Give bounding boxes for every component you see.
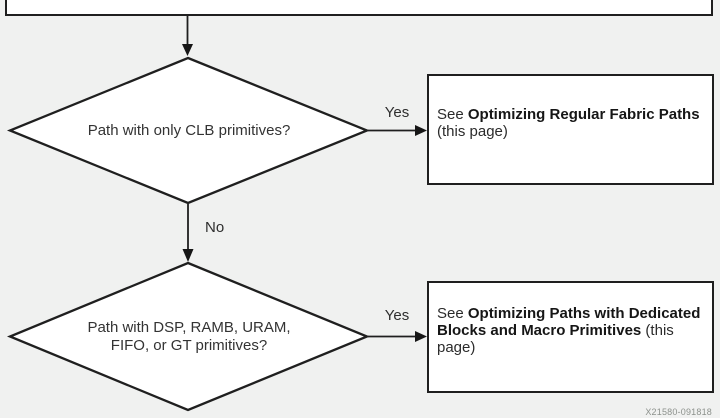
arrowhead-right-icon	[415, 125, 427, 136]
result-box-2-pre: See	[437, 304, 468, 322]
edge-label-yes-2: Yes	[384, 307, 410, 324]
result-box-1-pre: See	[437, 105, 468, 123]
result-box-1-bold: Optimizing Regular Fabric	[467, 105, 655, 123]
result-box-2-post: (this page)	[437, 321, 674, 356]
result-box-1-bold-3: Paths	[658, 105, 700, 123]
result-box-2-bold-3: Dedicated Blocks and Macro	[437, 304, 701, 339]
decision-diamond-2	[6, 261, 371, 412]
decision-diamond-1	[6, 56, 371, 205]
result-box-2-bold-5: Primitives	[569, 321, 642, 339]
edge-label-no-1: No	[205, 219, 225, 236]
result-box-2-text: See Optimizing Paths with Dedicated Bloc…	[437, 305, 707, 356]
result-box-dedicated-blocks: See Optimizing Paths with Dedicated Bloc…	[427, 281, 714, 393]
result-box-1-post: (this page)	[437, 122, 508, 140]
result-box-regular-fabric-paths: See Optimizing Regular Fabric Paths (thi…	[427, 74, 714, 185]
result-box-2-bold: Optimizing Paths with	[467, 304, 625, 322]
previous-step-box	[5, 0, 713, 16]
arrowhead-right-icon	[415, 331, 427, 342]
arrowhead-down-icon	[182, 249, 194, 262]
arrowhead-down-icon	[182, 44, 193, 56]
result-box-1-text: See Optimizing Regular Fabric Paths (thi…	[437, 106, 707, 140]
edge-label-yes-1: Yes	[384, 104, 410, 121]
figure-id-watermark: X21580-091818	[645, 407, 712, 417]
